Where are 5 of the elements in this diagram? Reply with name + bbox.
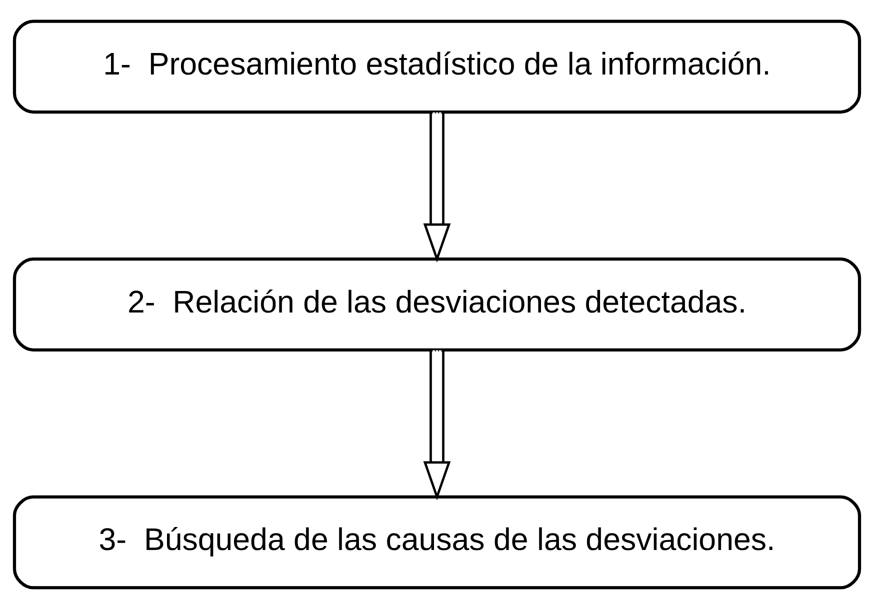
- node-box: 3- Búsqueda de las causas de las desviaciones.: [12, 494, 862, 589]
- arrow: [423, 112, 451, 262]
- node-box: 1- Procesamiento estadístico de la información.: [12, 19, 862, 114]
- arrow: [423, 350, 451, 500]
- node-box: 2- Relación de las desviaciones detectadas.: [12, 257, 862, 351]
